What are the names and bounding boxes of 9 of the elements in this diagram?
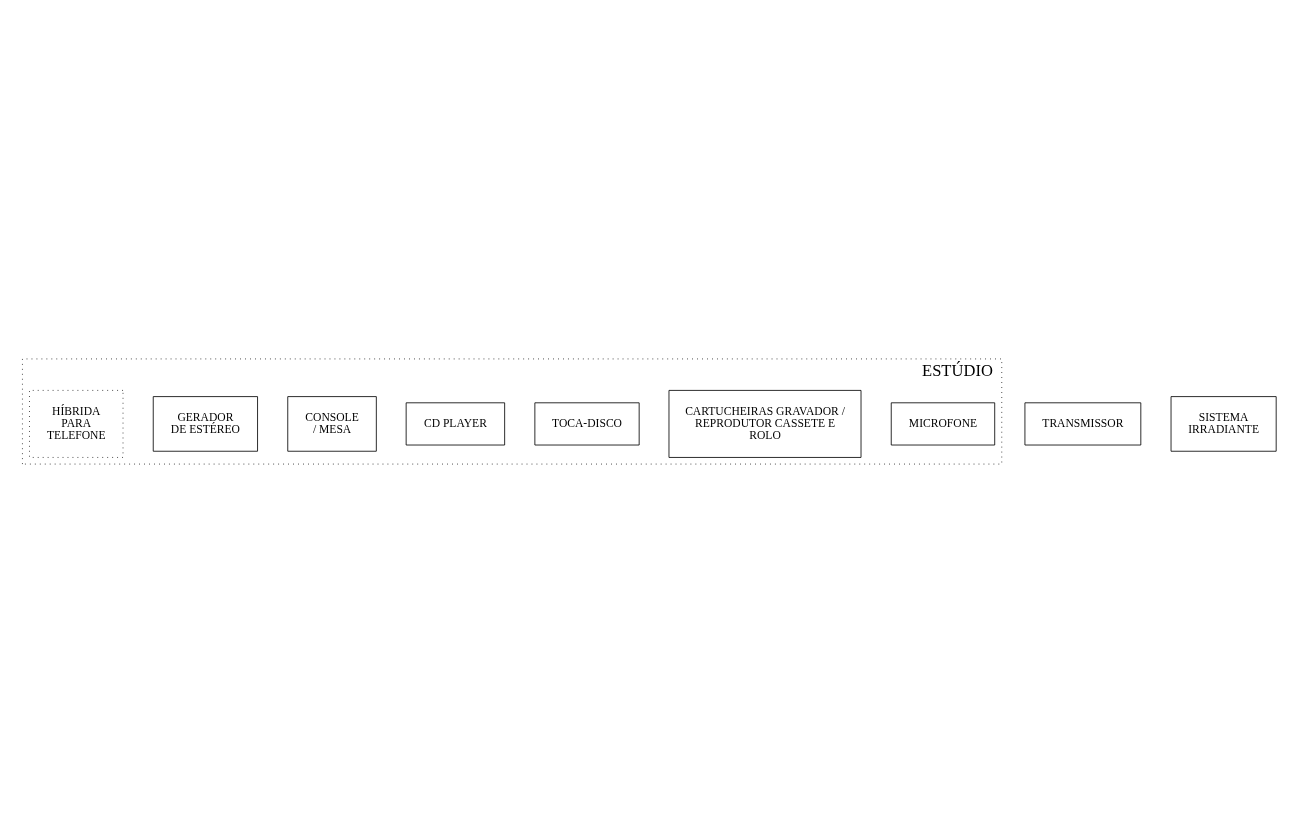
node-box: MICROFONE [890, 402, 996, 446]
node-box: TOCA-DISCO [534, 402, 640, 446]
node-box: CD PLAYER [405, 402, 506, 446]
node-box: GERADOR DE ESTÉREO [152, 396, 258, 452]
node-box: SISTEMA IRRADIANTE [1170, 396, 1277, 452]
node-box: HÍBRIDA PARA TELEFONE [29, 389, 124, 458]
node-box: CONSOLE / MESA [287, 396, 377, 452]
node-box: TRANSMISSOR [1024, 402, 1142, 446]
node-box: CARTUCHEIRAS GRAVADOR / REPRODUTOR CASSETE E ROLO [668, 389, 862, 458]
